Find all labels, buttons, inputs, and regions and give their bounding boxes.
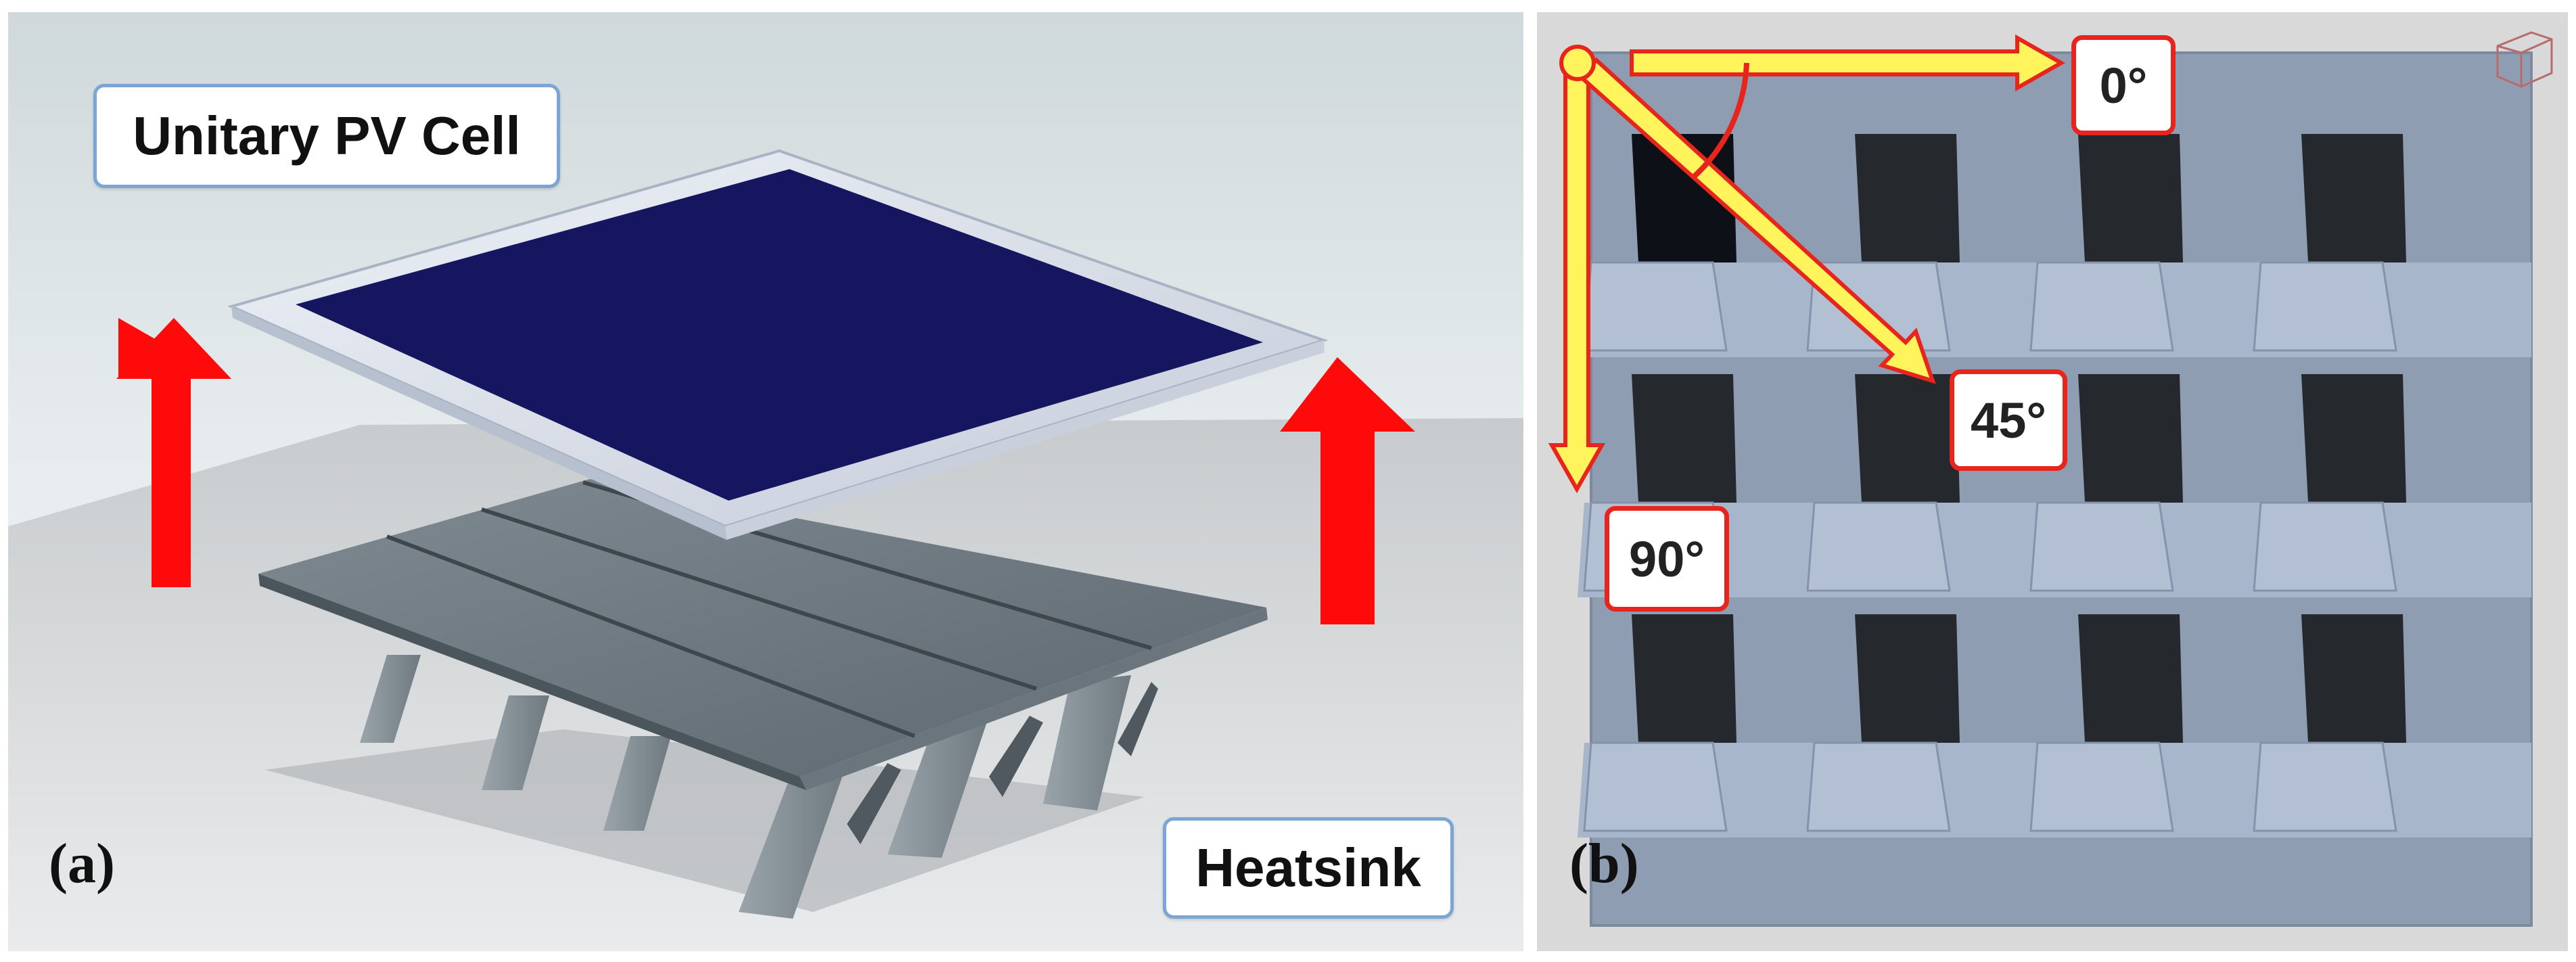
panel-a: Unitary PV Cell Heatsink (a) (8, 12, 1523, 951)
pv-cell-surface (296, 169, 1263, 501)
heatsink-plate-edge-side (800, 608, 1268, 790)
angle-arc (1690, 62, 1749, 180)
fin-flange (2253, 501, 2397, 592)
fin (2301, 374, 2406, 503)
fin (2078, 374, 2183, 503)
fin (1855, 614, 1960, 743)
fin (2078, 134, 2183, 262)
fin (1855, 134, 1960, 262)
heatsink-plate (258, 479, 1266, 777)
panel-b-letter: (b) (1569, 832, 1639, 895)
lift-arrow-right (1280, 357, 1415, 624)
vector-45-deg (1577, 57, 1936, 384)
fin (2078, 614, 2183, 743)
exploded-assembly-illustration (8, 12, 1523, 951)
vector-90-deg (1548, 61, 1606, 494)
fin-flange (2253, 261, 2397, 352)
fin-flange (2029, 501, 2174, 592)
heatsink-fins (360, 655, 1158, 919)
fin-flange (1583, 741, 1728, 832)
direction-vectors (1548, 34, 2066, 494)
angle-label-45: 45° (1950, 369, 2067, 471)
fin-flange (1806, 501, 1951, 592)
fin (1632, 614, 1736, 743)
heatsink-top-view (1548, 31, 2553, 927)
lift-arrow-left (116, 318, 231, 587)
fin (1632, 374, 1736, 503)
heatsink-label: Heatsink (1163, 817, 1454, 919)
fin (1855, 374, 1960, 503)
fin (2301, 134, 2406, 262)
panel-b: 0° 45° 90° (b) (1537, 12, 2568, 951)
fin-flange (1806, 741, 1951, 832)
angle-label-90: 90° (1605, 506, 1729, 612)
fin-flange (2029, 741, 2174, 832)
vector-0-deg (1630, 34, 2066, 92)
fin-flange (1583, 261, 1728, 352)
fin-grid (1578, 134, 2531, 838)
fin (2301, 614, 2406, 743)
panel-a-letter: (a) (49, 832, 115, 895)
pv-cell-glass-edge-front (231, 306, 727, 540)
pv-cell-glass-edge-side (725, 340, 1325, 540)
heatsink-plate-edge-front (258, 574, 806, 790)
vector-origin (1559, 45, 1596, 81)
view-cube-icon (2496, 31, 2553, 88)
fin-flange (2029, 261, 2174, 352)
angle-label-0: 0° (2071, 35, 2176, 135)
pv-cell-label: Unitary PV Cell (93, 84, 560, 188)
fin-flange (2253, 741, 2397, 832)
